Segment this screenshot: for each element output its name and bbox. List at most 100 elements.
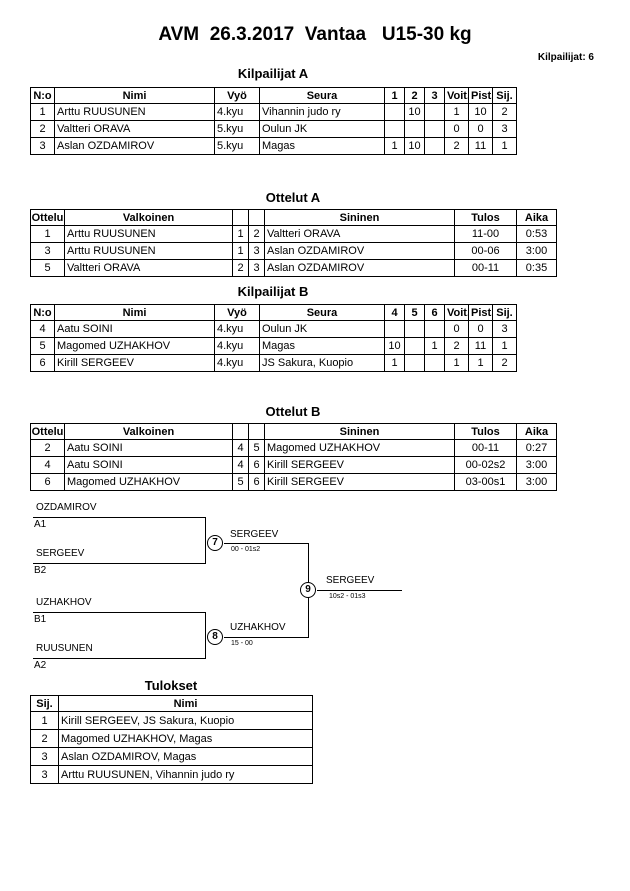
cell-place: 1 bbox=[30, 711, 59, 730]
cell-place: 3 bbox=[492, 120, 517, 138]
cell-m2 bbox=[404, 120, 425, 138]
cell-match-no: 5 bbox=[30, 259, 65, 277]
cell-white-name: Magomed UZHAKHOV bbox=[64, 473, 233, 491]
col-header-belt: Vyö bbox=[214, 304, 260, 321]
col-header-blue: Sininen bbox=[264, 423, 455, 440]
bracket-seed: A2 bbox=[34, 660, 47, 671]
cell-belt: 4.kyu bbox=[214, 103, 260, 121]
cell-name: Magomed UZHAKHOV bbox=[54, 337, 215, 355]
col-header-no: N:o bbox=[30, 87, 55, 104]
bracket-line bbox=[224, 543, 309, 544]
bracket-line bbox=[33, 612, 205, 613]
match-row: 4 Aatu SOINI 4 6 Kirill SERGEEV 00-02s2 … bbox=[30, 456, 557, 474]
cell-match-no: 6 bbox=[30, 473, 65, 491]
col-header-no: N:o bbox=[30, 304, 55, 321]
cell-result: 00-11 bbox=[454, 439, 517, 457]
match-number-badge: 8 bbox=[207, 629, 223, 645]
cell-place: 2 bbox=[30, 729, 59, 748]
cell-club: Magas bbox=[259, 337, 385, 355]
cell-time: 0:27 bbox=[516, 439, 557, 457]
cell-result: 03-00s1 bbox=[454, 473, 517, 491]
match-row: 1 Arttu RUUSUNEN 1 2 Valtteri ORAVA 11-0… bbox=[30, 225, 557, 243]
col-header-match: Ottelu bbox=[30, 423, 65, 440]
col-header-white: Valkoinen bbox=[64, 209, 233, 226]
header-row: Ottelu Valkoinen Sininen Tulos Aika bbox=[30, 209, 557, 226]
col-header-blue: Sininen bbox=[264, 209, 455, 226]
col-header-m2: 2 bbox=[404, 87, 425, 104]
cell-club: Oulun JK bbox=[259, 320, 385, 338]
cell-white-name: Arttu RUUSUNEN bbox=[64, 225, 233, 243]
col-header-white: Valkoinen bbox=[64, 423, 233, 440]
bracket-line bbox=[317, 590, 402, 591]
cell-time: 0:35 bbox=[516, 259, 557, 277]
cell-points: 11 bbox=[468, 337, 493, 355]
bracket-competitor-name: SERGEEV bbox=[36, 548, 85, 559]
cell-blue-no: 2 bbox=[248, 225, 265, 243]
bracket-line bbox=[33, 658, 205, 659]
cell-white-name: Arttu RUUSUNEN bbox=[64, 242, 233, 260]
col-header-time: Aika bbox=[516, 423, 557, 440]
cell-white-name: Aatu SOINI bbox=[64, 439, 233, 457]
cell-belt: 4.kyu bbox=[214, 320, 260, 338]
cell-name: Arttu RUUSUNEN bbox=[54, 103, 215, 121]
bracket-seed: B2 bbox=[34, 565, 47, 576]
cell-m3 bbox=[424, 320, 445, 338]
cell-wins: 1 bbox=[444, 354, 469, 372]
cell-club: Oulun JK bbox=[259, 120, 385, 138]
cell-m3 bbox=[424, 103, 445, 121]
cell-m2: 10 bbox=[404, 103, 425, 121]
match-row: 5 Valtteri ORAVA 2 3 Aslan OZDAMIROV 00-… bbox=[30, 259, 557, 277]
cell-place: 1 bbox=[492, 137, 517, 155]
cell-place: 3 bbox=[30, 765, 59, 784]
cell-name: Aslan OZDAMIROV bbox=[54, 137, 215, 155]
cell-name: Arttu RUUSUNEN, Vihannin judo ry bbox=[58, 765, 313, 784]
section-title-tulokset: Tulokset bbox=[144, 678, 198, 693]
cell-name: Kirill SERGEEV bbox=[54, 354, 215, 372]
cell-name: Aatu SOINI bbox=[54, 320, 215, 338]
competitor-row: 2 Valtteri ORAVA 5.kyu Oulun JK 0 0 3 bbox=[30, 120, 517, 138]
col-header-white-no bbox=[232, 209, 249, 226]
cell-result: 11-00 bbox=[454, 225, 517, 243]
cell-time: 3:00 bbox=[516, 473, 557, 491]
cell-place: 3 bbox=[30, 747, 59, 766]
cell-m1: 1 bbox=[384, 354, 405, 372]
col-header-m1: 4 bbox=[384, 304, 405, 321]
result-row: 3 Arttu RUUSUNEN, Vihannin judo ry bbox=[30, 765, 313, 784]
cell-blue-name: Aslan OZDAMIROV bbox=[264, 242, 455, 260]
cell-white-no: 2 bbox=[232, 259, 249, 277]
cell-m2 bbox=[404, 337, 425, 355]
bracket-match-score: 10s2 - 01s3 bbox=[329, 593, 366, 600]
match-row: 2 Aatu SOINI 4 5 Magomed UZHAKHOV 00-11 … bbox=[30, 439, 557, 457]
col-header-name: Nimi bbox=[54, 87, 215, 104]
cell-m1 bbox=[384, 120, 405, 138]
col-header-place: Sij. bbox=[492, 304, 517, 321]
cell-m1 bbox=[384, 320, 405, 338]
cell-blue-no: 6 bbox=[248, 473, 265, 491]
header-row: Sij. Nimi bbox=[30, 695, 313, 712]
cell-points: 11 bbox=[468, 137, 493, 155]
cell-white-name: Aatu SOINI bbox=[64, 456, 233, 474]
cell-m1: 1 bbox=[384, 137, 405, 155]
competitor-row: 1 Arttu RUUSUNEN 4.kyu Vihannin judo ry … bbox=[30, 103, 517, 121]
competitor-row: 6 Kirill SERGEEV 4.kyu JS Sakura, Kuopio… bbox=[30, 354, 517, 372]
result-row: 1 Kirill SERGEEV, JS Sakura, Kuopio bbox=[30, 711, 313, 730]
ottelut-b-table: Ottelu Valkoinen Sininen Tulos Aika 2 Aa… bbox=[30, 423, 557, 491]
cell-m3 bbox=[424, 120, 445, 138]
cell-result: 00-02s2 bbox=[454, 456, 517, 474]
section-title-ottelut-b: Ottelut B bbox=[265, 404, 321, 419]
col-header-wins: Voit. bbox=[444, 304, 469, 321]
competitor-row: 3 Aslan OZDAMIROV 5.kyu Magas 1 10 2 11 … bbox=[30, 137, 517, 155]
cell-m1: 10 bbox=[384, 337, 405, 355]
col-header-place: Sij. bbox=[30, 695, 59, 712]
cell-blue-name: Kirill SERGEEV bbox=[264, 473, 455, 491]
cell-white-no: 1 bbox=[232, 242, 249, 260]
cell-no: 1 bbox=[30, 103, 55, 121]
cell-place: 2 bbox=[492, 103, 517, 121]
bracket-line bbox=[33, 563, 205, 564]
bracket-line bbox=[224, 637, 309, 638]
col-header-m2: 5 bbox=[404, 304, 425, 321]
cell-match-no: 3 bbox=[30, 242, 65, 260]
medal-bracket: OZDAMIROV A1 SERGEEV B2 7 SERGEEV 00 - 0… bbox=[30, 498, 460, 678]
cell-white-no: 1 bbox=[232, 225, 249, 243]
bracket-seed: B1 bbox=[34, 614, 47, 625]
